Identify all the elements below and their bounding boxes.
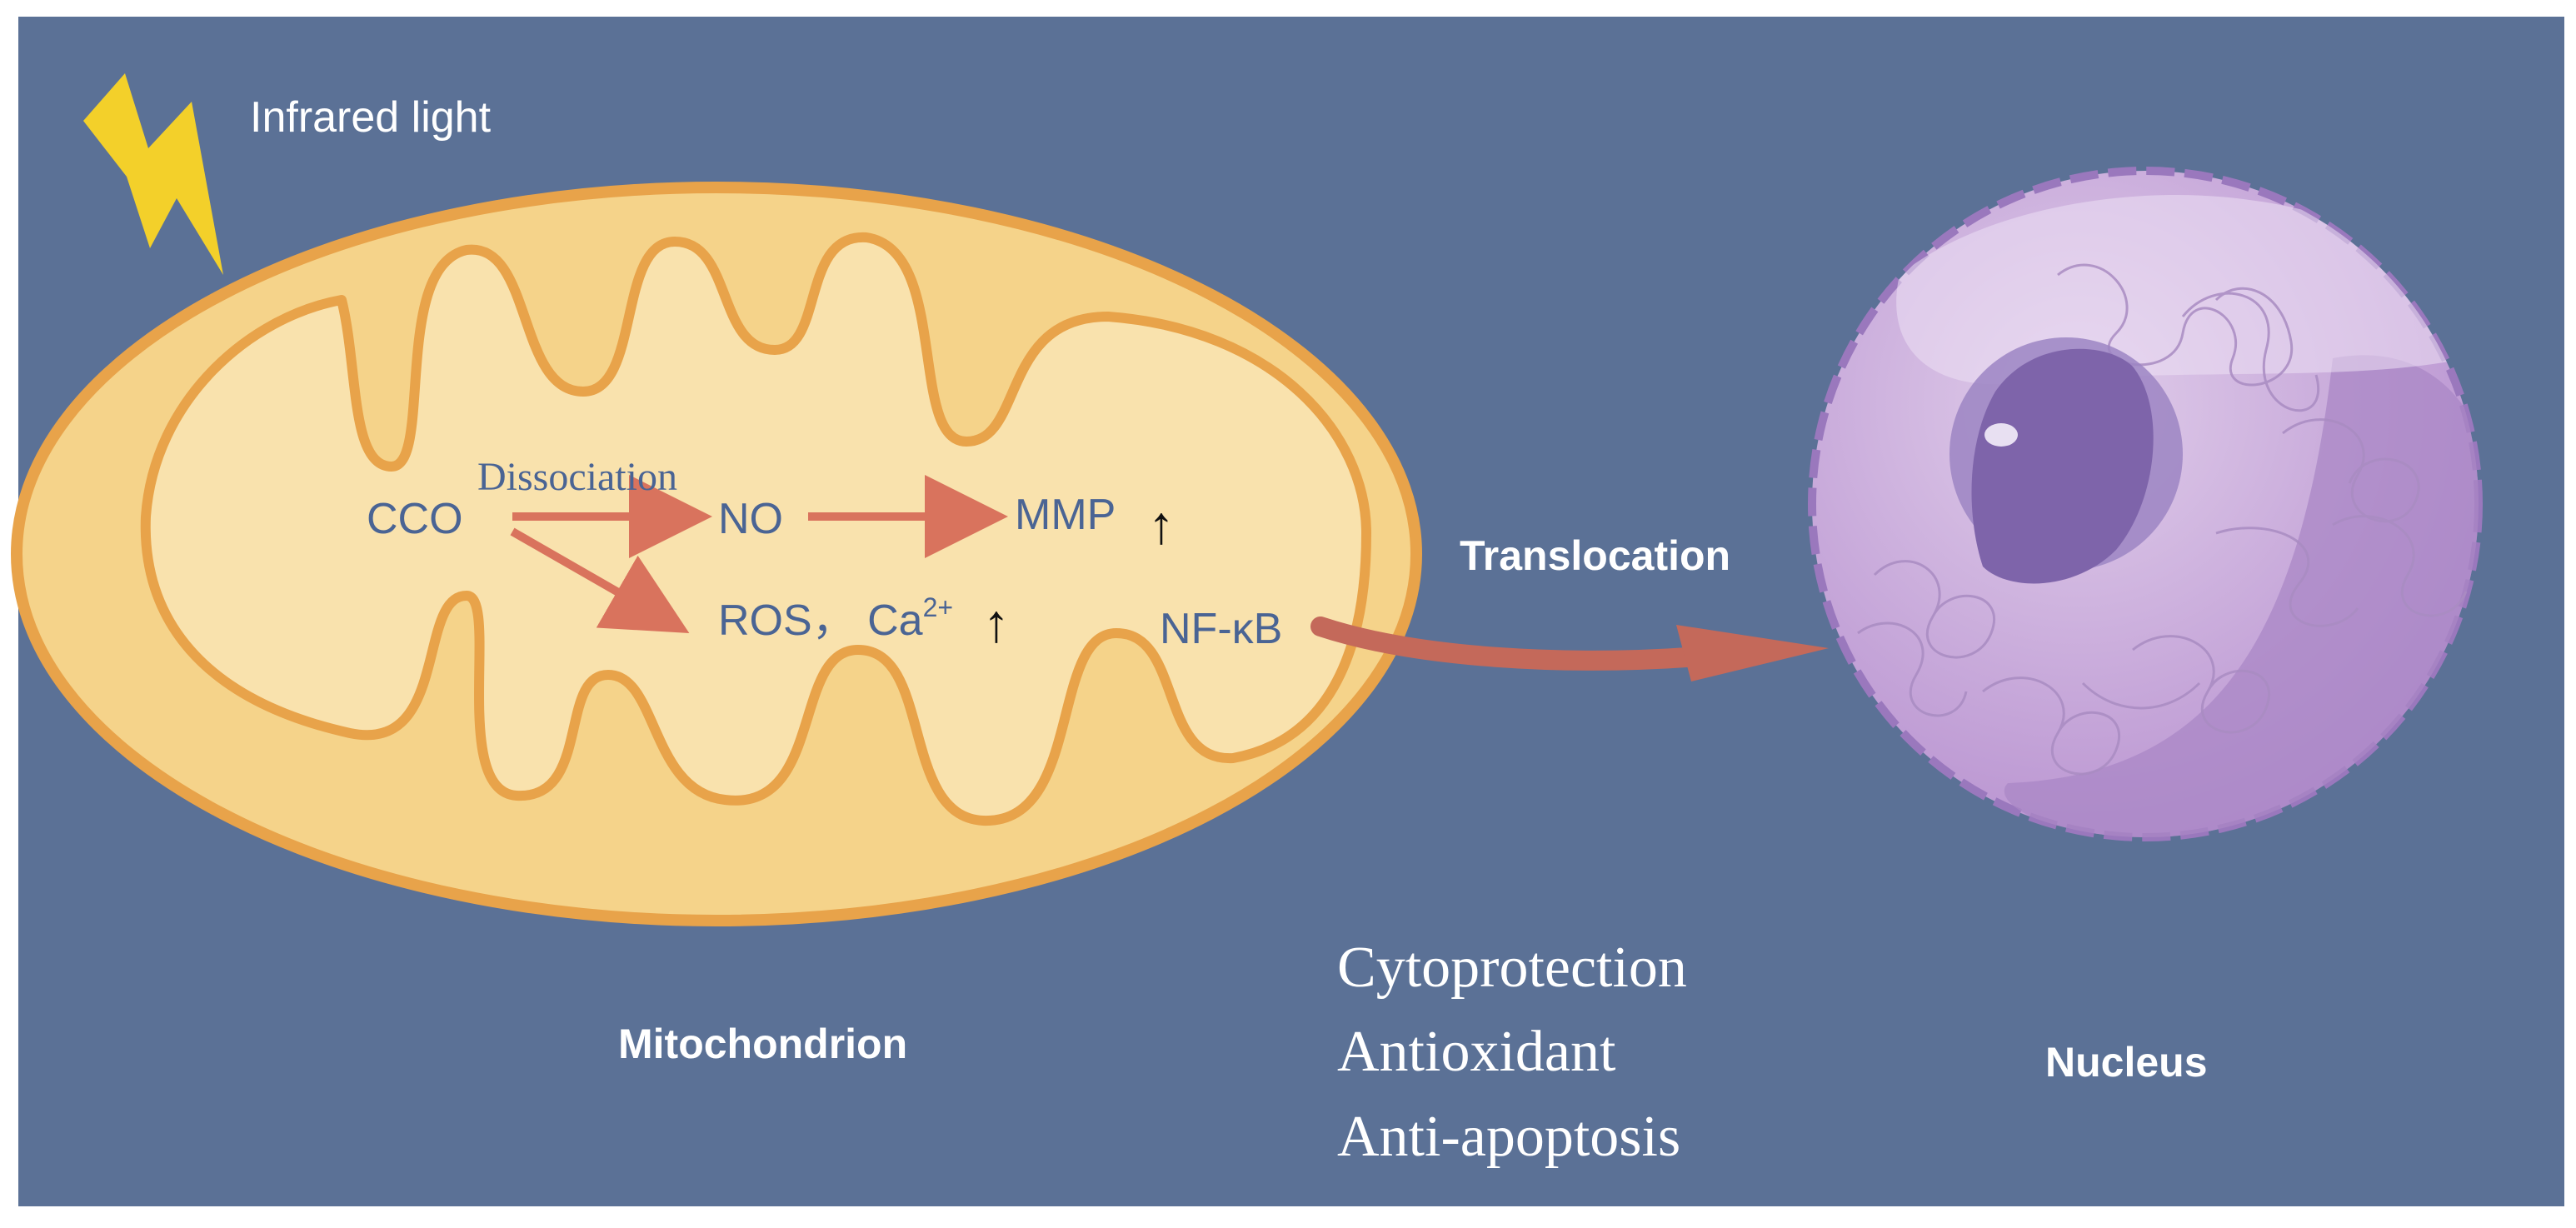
effect-antioxidant: Antioxidant bbox=[1337, 1020, 1616, 1084]
effect-cytoprotection: Cytoprotection bbox=[1337, 936, 1687, 1000]
nucleus bbox=[1808, 167, 2483, 841]
arrow-cco-to-ros bbox=[510, 527, 690, 633]
cco-label: CCO bbox=[367, 495, 463, 543]
nucleus-highlight bbox=[1896, 195, 2466, 385]
ros-ca-increase-arrow: ↑ bbox=[983, 593, 1010, 653]
effect-anti-apoptosis: Anti-apoptosis bbox=[1337, 1105, 1680, 1169]
nucleus-label: Nucleus bbox=[2045, 1039, 2208, 1086]
ros-ca-label: ROS， Ca2+ bbox=[718, 592, 953, 645]
dissociation-label: Dissociation bbox=[477, 455, 677, 499]
mitochondrion-label: Mitochondrion bbox=[618, 1021, 907, 1067]
mitochondrion bbox=[11, 182, 1422, 926]
nucleus-shadow bbox=[2004, 355, 2479, 837]
lightning-icon bbox=[83, 73, 223, 275]
mitochondrion-cristae bbox=[140, 232, 1371, 826]
chromatin bbox=[1857, 263, 2468, 776]
mmp-label: MMP bbox=[1015, 491, 1116, 539]
nucleolus bbox=[1971, 348, 2154, 584]
translocation-arrow bbox=[1310, 616, 1710, 671]
translocation-label: Translocation bbox=[1460, 532, 1730, 579]
infrared-light-label: Infrared light bbox=[250, 93, 492, 142]
mmp-increase-arrow: ↑ bbox=[1148, 495, 1175, 555]
ros-ca-text: ROS， Ca bbox=[718, 597, 923, 645]
ca-charge-superscript: 2+ bbox=[923, 592, 953, 622]
translocation-arrowhead bbox=[1676, 625, 1829, 681]
nucleolus-highlight bbox=[1984, 423, 2018, 447]
nfkb-label: NF-κB bbox=[1160, 605, 1282, 653]
no-label: NO bbox=[718, 495, 783, 543]
